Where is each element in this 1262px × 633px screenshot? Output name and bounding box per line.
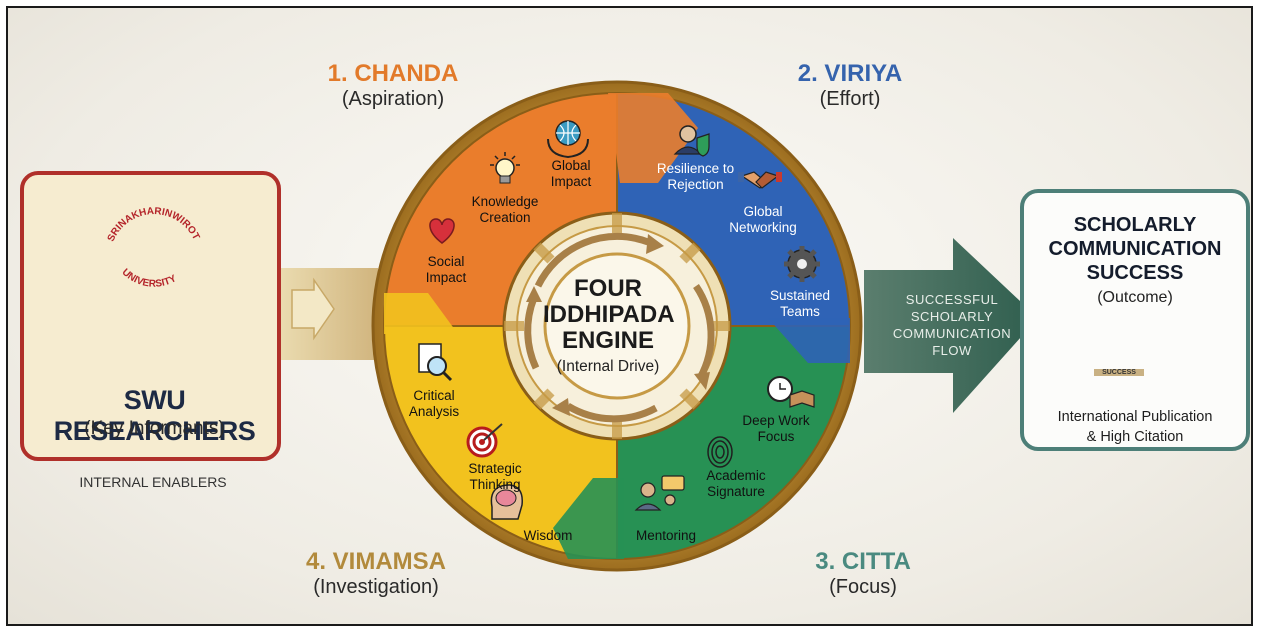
magnifier-document-icon (418, 343, 453, 382)
gear-icon (784, 246, 820, 282)
stage-chanda-title: 1. CHANDA (327, 60, 459, 87)
input-arrow (278, 268, 378, 360)
outcome-description: International Publication & High Citatio… (1024, 407, 1246, 447)
outcome-description-line-2: & High Citation (1086, 429, 1184, 445)
engine-subtitle: (Internal Drive) (556, 358, 660, 375)
item-academic-signature: Academic Signature (706, 468, 766, 499)
lightbulb-icon (490, 152, 520, 184)
stage-vimamsa-title: 4. VIMAMSA (305, 548, 446, 575)
item-knowledge-creation: Knowledge Creation (471, 194, 539, 225)
globe-hands-icon (547, 120, 589, 159)
outcome-subtitle: (Outcome) (1097, 289, 1173, 306)
flow-label: SUCCESSFUL SCHOLARLY COMMUNICATION FLOW (891, 291, 1013, 359)
flow-line-3: COMMUNICATION (892, 326, 1012, 341)
outcome-description-line-1: International Publication (1057, 409, 1213, 425)
engine-title-line-1: FOUR (574, 275, 642, 302)
outcome-box: SCHOLARLY COMMUNICATION SUCCESS (Outcome… (1020, 189, 1250, 451)
item-sustained-teams: Sustained Teams (769, 288, 831, 319)
brain-head-icon (490, 484, 523, 520)
item-deep-work-focus: Deep Work Focus (742, 413, 810, 444)
item-wisdom: Wisdom (523, 528, 573, 543)
stage-vimamsa-subtitle: (Investigation) (313, 576, 439, 598)
item-global-networking: Global Networking (729, 204, 797, 235)
stage-chanda-label: 1. CHANDA (Aspiration) (298, 60, 488, 111)
stage-viriya-title: 2. VIRIYA (797, 60, 903, 87)
item-global-impact: Global Impact (550, 158, 592, 189)
item-social-impact: Social Impact (425, 254, 467, 285)
flow-line-4: FLOW (932, 343, 972, 358)
stage-citta-label: 3. CITTA (Focus) (783, 548, 943, 599)
shield-person-icon (673, 125, 710, 157)
engine-wheel (371, 80, 863, 572)
item-resilience: Resilience to Rejection (656, 161, 735, 192)
seal-top-text: SRINAKHARINWIROT (106, 206, 202, 243)
handshake-icon (738, 171, 782, 189)
researchers-box: SRINAKHARINWIROT UNIVERSITY SWU RESEARCH… (20, 171, 281, 461)
outcome-title-line-3: SUCCESS (1086, 262, 1184, 284)
svg-text:UNIVERSITY: UNIVERSITY (120, 267, 179, 287)
fingerprint-icon (707, 436, 733, 468)
stage-citta-title: 3. CITTA (815, 548, 911, 575)
researchers-title: SWU RESEARCHERS (53, 385, 256, 446)
diagram-canvas: 1. CHANDA (Aspiration) 2. VIRIYA (Effort… (6, 6, 1253, 626)
flow-line-2: SCHOLARLY (910, 309, 994, 324)
flow-arrow (864, 238, 1038, 413)
clock-book-icon (767, 376, 815, 408)
stage-viriya-subtitle: (Effort) (819, 88, 881, 110)
engine-title-line-3: ENGINE (561, 327, 654, 354)
item-strategic-thinking: Strategic Thinking (468, 461, 522, 492)
flow-line-1: SUCCESSFUL (905, 292, 999, 307)
stage-viriya-label: 2. VIRIYA (Effort) (770, 60, 930, 111)
target-icon (466, 423, 503, 458)
stage-vimamsa-label: 4. VIMAMSA (Investigation) (276, 548, 476, 599)
item-critical-analysis: Critical Analysis (408, 388, 460, 419)
heart-icon (429, 218, 455, 244)
outcome-title: SCHOLARLY COMMUNICATION SUCCESS (1024, 213, 1246, 285)
item-mentoring: Mentoring (635, 528, 697, 543)
engine-title: FOUR IDDHIPADA ENGINE (543, 275, 675, 354)
engine-title-line-2: IDDHIPADA (543, 301, 675, 328)
researchers-subtitle: (Key Informants) (84, 418, 225, 439)
svg-text:SRINAKHARINWIROT: SRINAKHARINWIROT (106, 206, 202, 243)
seal-bottom-text: UNIVERSITY (120, 267, 179, 287)
outcome-title-line-1: SCHOLARLY (1073, 214, 1197, 236)
mentor-icon (634, 475, 685, 511)
success-book-label: SUCCESS (1094, 369, 1144, 376)
stage-citta-subtitle: (Focus) (829, 576, 897, 598)
seal-text: SRINAKHARINWIROT UNIVERSITY (106, 206, 202, 287)
internal-enablers-label: INTERNAL ENABLERS (79, 474, 227, 490)
outcome-title-line-2: COMMUNICATION (1048, 238, 1222, 260)
stage-chanda-subtitle: (Aspiration) (341, 88, 445, 110)
